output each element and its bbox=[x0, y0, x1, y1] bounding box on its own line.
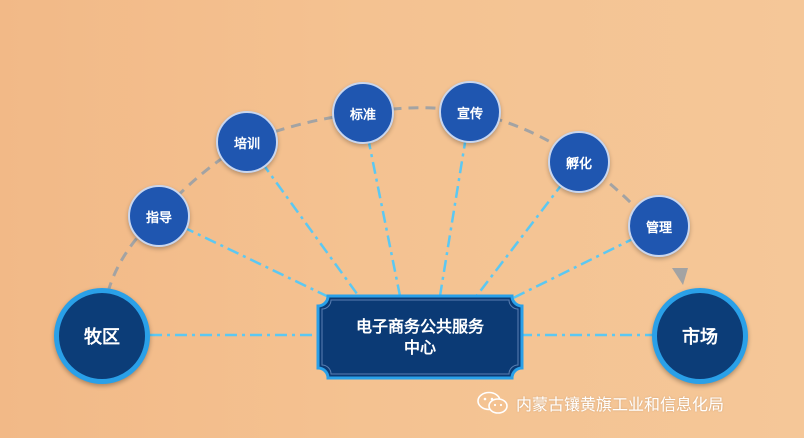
connector-标准 bbox=[361, 112, 402, 297]
arc-node-标准: 标准 bbox=[332, 82, 394, 144]
watermark-text: 内蒙古镶黄旗工业和信息化局 bbox=[516, 395, 725, 414]
connector-培训 bbox=[245, 141, 362, 299]
arc-node-宣传: 宣传 bbox=[439, 81, 501, 143]
arc-node-label: 孵化 bbox=[565, 156, 592, 172]
arc-node-label: 标准 bbox=[349, 107, 376, 123]
endpoint-label: 牧区 bbox=[84, 327, 120, 348]
endpoint-市场: 市场 bbox=[652, 288, 748, 384]
arc-node-指导: 指导 bbox=[128, 185, 190, 247]
center-box-border bbox=[316, 294, 524, 380]
arc-arrowhead bbox=[672, 268, 688, 285]
center-hub: 电子商务公共服务 中心 bbox=[318, 296, 522, 378]
connector-指导 bbox=[159, 214, 336, 302]
arc-node-label: 培训 bbox=[233, 136, 260, 152]
endpoint-牧区: 牧区 bbox=[54, 288, 150, 384]
arc-node-label: 宣传 bbox=[456, 106, 483, 122]
wechat-icon bbox=[477, 391, 508, 414]
arc-node-管理: 管理 bbox=[628, 195, 690, 257]
arc-node-label: 管理 bbox=[645, 220, 672, 236]
watermark: 内蒙古镶黄旗工业和信息化局 bbox=[476, 390, 724, 416]
arc-node-label: 指导 bbox=[145, 210, 172, 226]
arc-node-孵化: 孵化 bbox=[548, 131, 610, 193]
center-hub-label: 电子商务公共服务 中心 bbox=[355, 317, 484, 357]
endpoint-label: 市场 bbox=[682, 327, 718, 348]
arc-node-培训: 培训 bbox=[216, 111, 278, 173]
center-box-inner bbox=[321, 299, 519, 375]
